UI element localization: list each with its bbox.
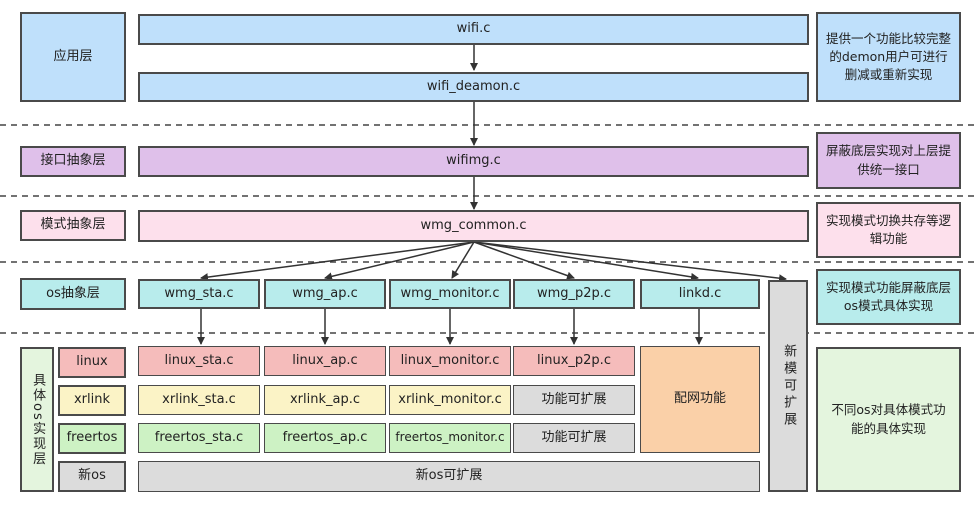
note-impl: 不同os对具体模式功能的具体实现 <box>816 347 961 492</box>
arrow-common-to-sta <box>200 241 475 282</box>
impl-freertos-ap: freertos_ap.c <box>264 423 386 453</box>
impl-newos-extension: 新os可扩展 <box>138 461 760 492</box>
arrow-common-to-monitor <box>451 241 475 279</box>
os-freertos: freertos <box>58 423 126 454</box>
layer-mode: 模式抽象层 <box>20 210 126 241</box>
impl-xrlink-monitor: xrlink_monitor.c <box>389 385 511 415</box>
module-linkd: linkd.c <box>640 279 760 309</box>
module-wifi-deamon: wifi_deamon.c <box>138 72 809 102</box>
module-new-extension: 新模可扩展 <box>768 280 808 492</box>
module-wifi-c: wifi.c <box>138 14 809 45</box>
os-xrlink: xrlink <box>58 385 126 416</box>
layer-app: 应用层 <box>20 12 126 102</box>
arrow-common-to-new <box>473 241 787 283</box>
impl-freertos-monitor: freertos_monitor.c <box>389 423 511 453</box>
impl-linux-ap: linux_ap.c <box>264 346 386 376</box>
arrow-common-to-p2p <box>473 241 575 280</box>
module-wmg-ap: wmg_ap.c <box>264 279 386 309</box>
layer-os: os抽象层 <box>20 278 126 310</box>
layer-impl: 具体os实现层 <box>20 347 54 492</box>
module-wmg-monitor: wmg_monitor.c <box>389 279 511 309</box>
note-mode: 实现模式切换共存等逻辑功能 <box>816 202 961 258</box>
impl-xrlink-ap: xrlink_ap.c <box>264 385 386 415</box>
arrow-common-to-ap <box>324 241 475 281</box>
os-newos: 新os <box>58 461 126 492</box>
impl-freertos-sta: freertos_sta.c <box>138 423 260 453</box>
impl-linux-p2p: linux_p2p.c <box>513 346 635 376</box>
arrow-common-to-linkd <box>473 241 699 281</box>
impl-freertos-extension: 功能可扩展 <box>513 423 635 453</box>
os-linux: linux <box>58 347 126 378</box>
impl-linux-sta: linux_sta.c <box>138 346 260 376</box>
impl-linux-monitor: linux_monitor.c <box>389 346 511 376</box>
impl-xrlink-sta: xrlink_sta.c <box>138 385 260 415</box>
impl-xrlink-extension: 功能可扩展 <box>513 385 635 415</box>
layer-interface: 接口抽象层 <box>20 146 126 177</box>
note-interface: 屏蔽底层实现对上层提供统一接口 <box>816 132 961 189</box>
module-wmg-common: wmg_common.c <box>138 210 809 242</box>
note-app: 提供一个功能比较完整的demon用户可进行删减或重新实现 <box>816 12 961 102</box>
module-wifimg: wifimg.c <box>138 146 809 177</box>
module-wmg-p2p: wmg_p2p.c <box>513 279 635 309</box>
impl-netcfg: 配网功能 <box>640 346 760 453</box>
module-wmg-sta: wmg_sta.c <box>138 279 260 309</box>
note-os: 实现模式功能屏蔽底层os模式具体实现 <box>816 269 961 325</box>
